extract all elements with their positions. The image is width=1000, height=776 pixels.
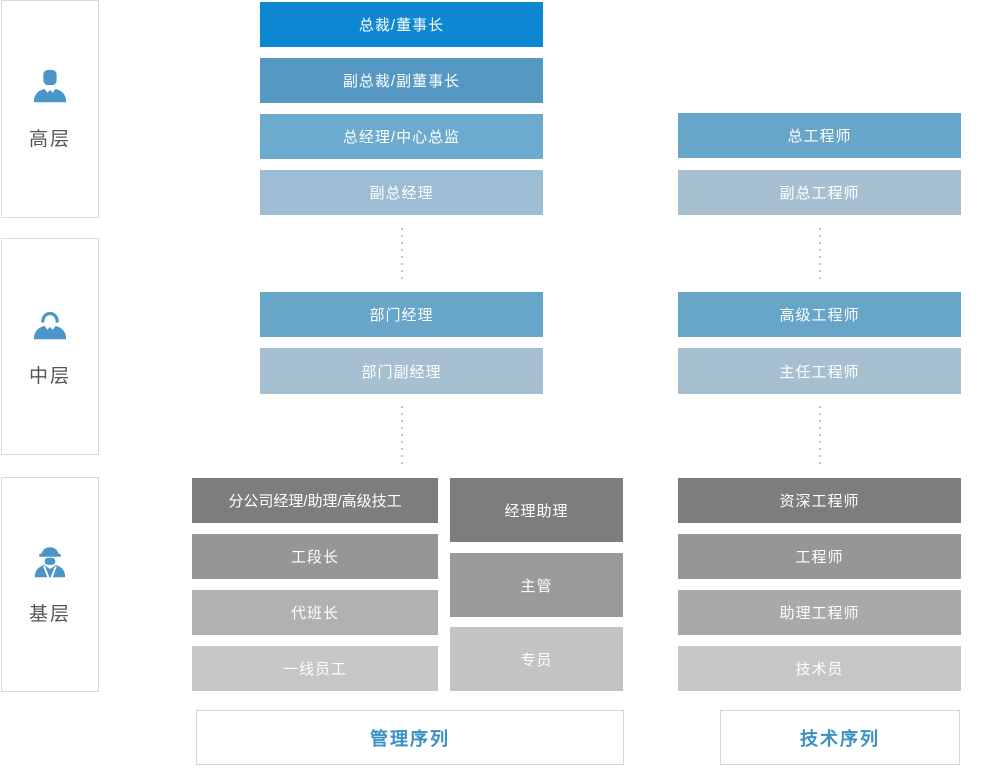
org-box-label: 经理助理 <box>504 502 569 520</box>
dotted-connector <box>401 406 403 464</box>
org-box-label: 专员 <box>520 651 553 669</box>
sequence-label: 技术序列 <box>800 728 880 749</box>
level-card-middle: 中层 <box>1 238 99 455</box>
org-box-shift-leader: 代班长 <box>192 590 438 635</box>
technical-sequence-label-box: 技术序列 <box>720 710 960 765</box>
org-box-chief-duty-engineer: 主任工程师 <box>678 348 961 394</box>
org-box-label: 工段长 <box>290 549 339 566</box>
org-box-supervisor: 主管 <box>450 553 623 617</box>
org-box-label: 代班长 <box>290 605 339 622</box>
org-box-department-manager: 部门经理 <box>260 292 543 337</box>
org-box-label: 副总工程师 <box>779 185 860 202</box>
org-box-assistant-engineer: 助理工程师 <box>678 590 961 635</box>
org-box-label: 工程师 <box>795 549 844 566</box>
sequence-label: 管理序列 <box>370 728 450 749</box>
org-box-label: 副总经理 <box>369 185 434 202</box>
org-box-label: 一线员工 <box>282 661 347 678</box>
dotted-connector <box>401 228 403 280</box>
executive-person-icon <box>31 68 69 111</box>
manager-person-icon <box>31 305 69 348</box>
org-box-president: 总裁/董事长 <box>260 2 543 47</box>
org-box-label: 资深工程师 <box>779 493 860 510</box>
level-label: 基层 <box>28 604 71 625</box>
org-box-frontline-worker: 一线员工 <box>192 646 438 691</box>
org-box-senior-engineer: 高级工程师 <box>678 292 961 337</box>
org-box-label: 分公司经理/助理/高级技工 <box>228 493 402 510</box>
org-box-label: 助理工程师 <box>779 605 860 622</box>
org-box-technician: 技术员 <box>678 646 961 691</box>
org-box-label: 部门副经理 <box>361 363 442 381</box>
org-box-deputy-general-manager: 副总经理 <box>260 170 543 215</box>
org-box-label: 主管 <box>520 577 553 595</box>
org-box-deputy-department-manager: 部门副经理 <box>260 348 543 394</box>
org-box-vice-president: 副总裁/副董事长 <box>260 58 543 103</box>
dotted-connector <box>819 228 821 280</box>
level-card-base: 基层 <box>1 477 99 692</box>
dotted-connector <box>819 406 821 464</box>
worker-person-icon <box>31 543 69 586</box>
org-box-branch-manager: 分公司经理/助理/高级技工 <box>192 478 438 523</box>
org-box-chief-engineer: 总工程师 <box>678 113 961 158</box>
management-sequence-label-box: 管理序列 <box>196 710 624 765</box>
org-box-label: 高级工程师 <box>779 307 860 324</box>
org-box-label: 主任工程师 <box>779 363 860 381</box>
org-box-label: 总裁/董事长 <box>358 17 445 34</box>
org-box-label: 技术员 <box>795 661 844 678</box>
level-card-senior: 高层 <box>1 0 99 218</box>
org-box-section-chief: 工段长 <box>192 534 438 579</box>
level-label: 中层 <box>28 366 71 387</box>
org-box-label: 部门经理 <box>369 307 434 324</box>
org-box-engineer: 工程师 <box>678 534 961 579</box>
org-box-label: 总工程师 <box>787 128 852 145</box>
level-label: 高层 <box>28 128 71 150</box>
org-box-general-manager: 总经理/中心总监 <box>260 114 543 159</box>
org-box-specialist: 专员 <box>450 627 623 691</box>
org-box-deputy-chief-engineer: 副总工程师 <box>678 170 961 215</box>
org-box-manager-assistant: 经理助理 <box>450 478 623 542</box>
org-box-label: 总经理/中心总监 <box>342 129 461 146</box>
org-box-label: 副总裁/副董事长 <box>342 73 461 90</box>
org-box-expert-engineer: 资深工程师 <box>678 478 961 523</box>
